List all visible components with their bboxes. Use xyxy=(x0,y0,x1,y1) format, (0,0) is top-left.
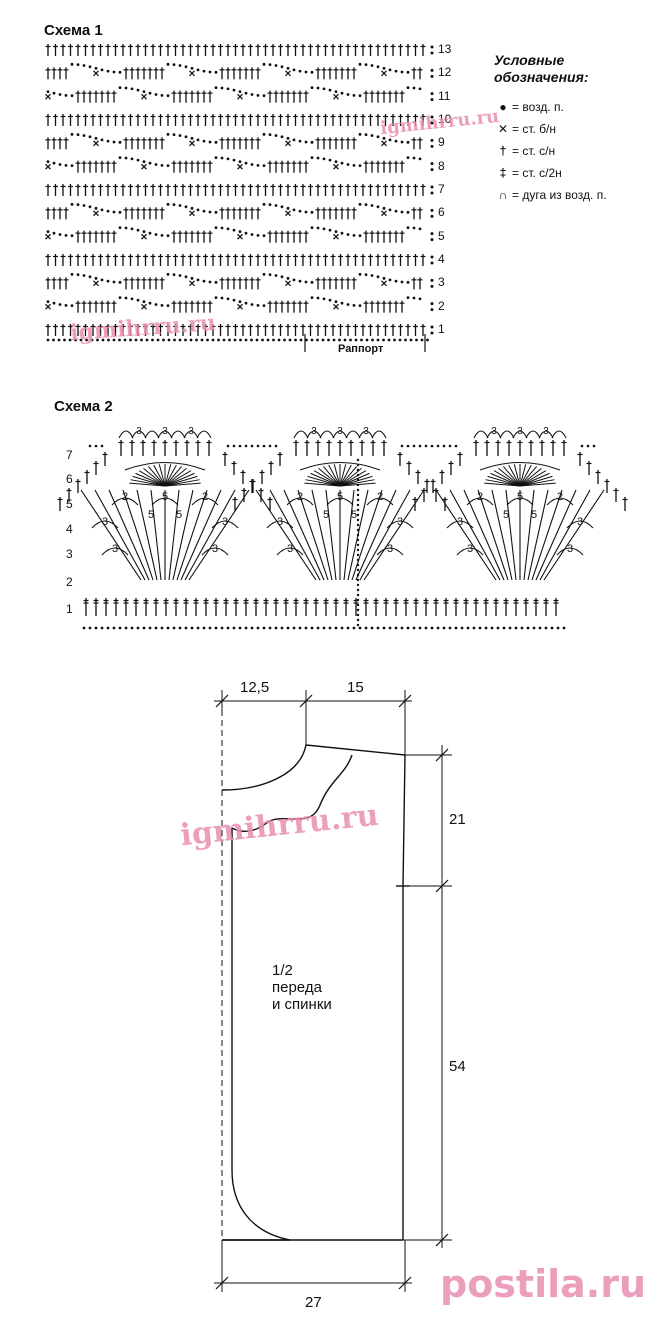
shell-chain-count: 3 xyxy=(188,426,194,437)
scheme1-row-number: 2 xyxy=(438,298,445,313)
scheme1-row-number: 7 xyxy=(438,182,445,196)
arc-chain-count: 2 xyxy=(377,491,383,503)
scheme2-row-number: 3 xyxy=(66,547,73,561)
scheme2-row-number: 4 xyxy=(66,522,73,536)
arc-chain-count: 5 xyxy=(531,509,537,521)
shell-chain-count: 3 xyxy=(517,426,523,437)
shell-chain-count: 3 xyxy=(162,426,168,437)
arc-chain-count: 3 xyxy=(277,516,283,528)
legend-title-line1: Условные xyxy=(494,52,565,68)
arc-chain-count: 2 xyxy=(297,491,303,503)
shell-chain-count: 3 xyxy=(337,426,343,437)
dimension-side-lower: 54 xyxy=(449,1058,466,1075)
legend-item-sc: ✕ = ст. б/н xyxy=(494,118,607,140)
shell-chain-count: 3 xyxy=(363,426,369,437)
arc-chain-count: 2 xyxy=(202,491,208,503)
scheme2-row-number: 7 xyxy=(66,448,73,462)
arc-chain-count: 3 xyxy=(397,516,403,528)
dimension-side-upper: 21 xyxy=(449,811,466,828)
legend-item-chain: ● = возд. п. xyxy=(494,96,607,118)
scheme1-row-number: 13 xyxy=(438,42,452,56)
shell-chain-count: 3 xyxy=(136,426,142,437)
scheme1-title: Схема 1 xyxy=(44,22,103,39)
arc-chain-count: 3 xyxy=(222,516,228,528)
shell-chain-count: 3 xyxy=(311,426,317,437)
arc-chain-count: 3 xyxy=(212,543,218,555)
scheme1-chart xyxy=(45,44,434,352)
arc-chain-count: 3 xyxy=(467,543,473,555)
legend-item-label: = ст. с/н xyxy=(512,144,556,158)
arc-chain-count: 3 xyxy=(102,516,108,528)
arc-chain-count: 2 xyxy=(557,491,563,503)
scheme1-row-number: 5 xyxy=(438,228,445,243)
scheme1-row-number: 9 xyxy=(438,135,445,150)
dimension-bottom: 27 xyxy=(305,1294,322,1311)
legend-title-line2: обозначения: xyxy=(494,69,589,85)
scheme2-row-number: 5 xyxy=(66,497,73,511)
dot-icon: ● xyxy=(499,100,507,114)
dimension-top-right: 15 xyxy=(347,679,364,696)
legend-item-dc: † = ст. с/н xyxy=(494,140,607,162)
scheme1-row-number: 8 xyxy=(438,158,445,173)
scheme1-row-number: 3 xyxy=(438,275,445,290)
scheme2-title: Схема 2 xyxy=(54,398,113,415)
pattern-label: 1/2 переда и спинки xyxy=(272,962,332,1013)
arc-chain-count: 3 xyxy=(567,543,573,555)
scheme2-row-number: 6 xyxy=(66,472,73,486)
legend-item-label: = ст. б/н xyxy=(512,122,557,136)
pattern-label-back: и спинки xyxy=(272,996,332,1013)
legend-item-arc: ∩ = дуга из возд. п. xyxy=(494,184,607,206)
pattern-label-front: переда xyxy=(272,979,322,996)
dagger-icon: † xyxy=(499,144,507,158)
scheme1-row-number: 6 xyxy=(438,205,445,220)
shell-chain-count: 3 xyxy=(543,426,549,437)
arc-chain-count: 3 xyxy=(112,543,118,555)
arc-chain-count: 5 xyxy=(517,491,523,503)
arc-chain-count: 5 xyxy=(148,509,154,521)
scheme1-row-number: 11 xyxy=(438,88,451,103)
scheme1-row-number: 12 xyxy=(438,65,452,80)
legend-item-label: = возд. п. xyxy=(512,100,564,114)
shell-chain-count: 3 xyxy=(491,426,497,437)
arc-chain-count: 5 xyxy=(176,509,182,521)
scheme2-row-number: 2 xyxy=(66,575,73,589)
arc-chain-count: 2 xyxy=(477,491,483,503)
dimension-top-left: 12,5 xyxy=(240,679,270,696)
legend: Условные обозначения: ● = возд. п. ✕ = с… xyxy=(494,52,607,206)
double-dagger-icon: ‡ xyxy=(499,166,507,180)
repeat-label: Раппорт xyxy=(338,343,384,355)
arc-icon: ∩ xyxy=(498,188,508,202)
scheme2-row-number: 1 xyxy=(66,602,73,616)
arc-chain-count: 3 xyxy=(387,543,393,555)
arc-chain-count: 5 xyxy=(162,491,168,503)
arc-chain-count: 5 xyxy=(503,509,509,521)
arc-chain-count: 5 xyxy=(323,509,329,521)
arc-chain-count: 3 xyxy=(577,516,583,528)
legend-item-label: = дуга из возд. п. xyxy=(512,188,607,202)
scheme1-stitches xyxy=(45,44,434,352)
legend-item-tr: ‡ = ст. с/2н xyxy=(494,162,607,184)
watermark-postila: postila.ru xyxy=(440,1262,647,1306)
arc-chain-count: 5 xyxy=(351,509,357,521)
arc-chain-count: 2 xyxy=(122,491,128,503)
arc-chain-count: 3 xyxy=(287,543,293,555)
arc-chain-count: 3 xyxy=(457,516,463,528)
cross-icon: ✕ xyxy=(497,122,509,136)
pattern-label-fraction: 1/2 xyxy=(272,962,293,979)
scheme1-row-number: 10 xyxy=(438,112,452,126)
scheme1-row-number: 4 xyxy=(438,252,445,266)
arc-chain-count: 5 xyxy=(337,491,343,503)
scheme1-row-number: 1 xyxy=(438,322,445,336)
legend-item-label: = ст. с/2н xyxy=(512,166,562,180)
